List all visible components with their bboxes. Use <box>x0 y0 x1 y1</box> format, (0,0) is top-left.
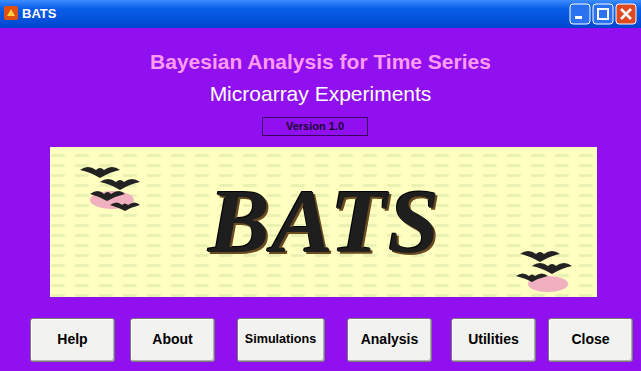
logo-panel <box>50 147 597 297</box>
push-button: About <box>130 318 215 362</box>
window-controls <box>570 4 636 24</box>
push-button: Close <box>548 318 633 362</box>
push-button: Analysis <box>347 318 432 362</box>
push-button: Utilities <box>451 318 536 362</box>
bat-flock <box>80 167 572 292</box>
button-label: About <box>152 332 192 347</box>
app-icon <box>4 6 18 20</box>
button-label: Utilities <box>468 332 519 347</box>
button-label: Close <box>571 332 609 347</box>
button-label: Analysis <box>361 332 419 347</box>
title-bar-text: BATS <box>0 0 120 28</box>
button-label: Simulations <box>245 333 316 347</box>
app-heading: Bayesian Analysis for Time Series <box>0 50 641 74</box>
push-button: Help <box>30 318 115 362</box>
logo-text: BATS <box>180 152 470 292</box>
button-label: Help <box>57 332 87 347</box>
app-subheading: Microarray Experiments <box>0 82 641 106</box>
logo-text-label: BATS <box>208 171 441 272</box>
version-box: Version 1.0 <box>262 117 368 136</box>
title-bar-text-label: BATS <box>22 7 56 21</box>
title-bar <box>0 0 641 28</box>
version-box-label: Version 1.0 <box>286 120 344 132</box>
push-button: Simulations <box>237 318 325 362</box>
